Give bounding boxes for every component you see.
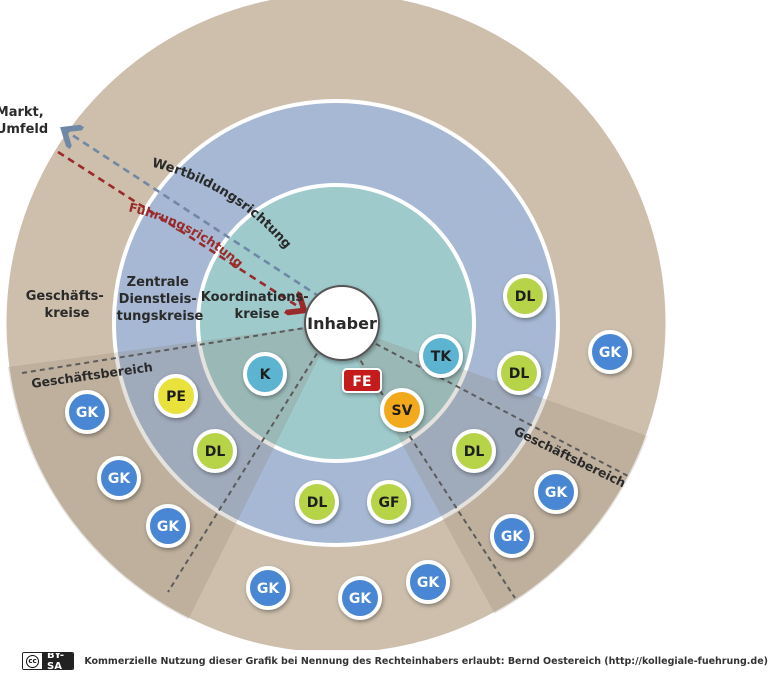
node-gk: GK	[65, 390, 109, 434]
node-circle	[146, 504, 190, 548]
node-circle	[588, 330, 632, 374]
leadership-arrow	[57, 150, 302, 309]
license-footer: cc BY-SA Kommerzielle Nutzung dieser Gra…	[22, 652, 768, 670]
node-sv: SV	[380, 388, 424, 432]
node-label: DL	[515, 289, 536, 305]
node-gk: GK	[97, 456, 141, 500]
node-gk: GK	[246, 566, 290, 610]
owner-label: Inhaber	[307, 314, 377, 333]
node-dl: DL	[497, 351, 541, 395]
cc-by-sa-badge: cc BY-SA	[22, 652, 75, 670]
node-label: K	[260, 367, 272, 383]
node-label: GK	[599, 345, 622, 361]
node-circle	[367, 480, 411, 524]
node-circle	[452, 429, 496, 473]
node-circle	[497, 351, 541, 395]
node-circle	[490, 514, 534, 558]
node-circle	[193, 429, 237, 473]
node-circle	[406, 560, 450, 604]
node-label: GK	[108, 471, 131, 487]
node-gk: GK	[588, 330, 632, 374]
node-label: GF	[378, 495, 399, 511]
node-label: GK	[501, 529, 524, 545]
node-gk: GK	[406, 560, 450, 604]
circle-nodes: GK GK GK GK GK GK GK GK GK PE DL DL GF DL DL DL K TK SV	[65, 274, 632, 620]
coordination-circles-label: Koordinations- kreise	[201, 290, 313, 322]
node-circle	[419, 334, 463, 378]
node-label: DL	[205, 444, 226, 460]
node-label: SV	[392, 403, 413, 419]
credit-text: Kommerzielle Nutzung dieser Grafik bei N…	[84, 655, 768, 667]
node-circle	[97, 456, 141, 500]
market-label: Markt, Umfeld	[0, 105, 48, 137]
node-circle	[338, 576, 382, 620]
node-circle	[380, 388, 424, 432]
node-circle	[503, 274, 547, 318]
circle-organization-diagram: Wertbildungsrichtung Führungsrichtung Ma…	[0, 0, 669, 650]
node-dl: DL	[193, 429, 237, 473]
fe-box	[342, 368, 382, 393]
node-label: PE	[166, 389, 186, 405]
node-gk: GK	[490, 514, 534, 558]
node-circle	[65, 390, 109, 434]
node-dl: DL	[295, 480, 339, 524]
node-dl: DL	[503, 274, 547, 318]
node-pe: PE	[154, 374, 198, 418]
node-gk: GK	[534, 470, 578, 514]
node-label: GK	[417, 575, 440, 591]
node-label: GK	[76, 405, 99, 421]
license-name: BY-SA	[42, 653, 74, 669]
node-label: DL	[509, 366, 530, 382]
node-gk: GK	[338, 576, 382, 620]
node-label: DL	[464, 444, 485, 460]
node-label: GK	[257, 581, 280, 597]
node-label: TK	[431, 349, 453, 365]
value-creation-arrow	[66, 131, 321, 299]
node-dl: DL	[452, 429, 496, 473]
node-circle	[246, 566, 290, 610]
cc-logo: cc	[26, 654, 39, 668]
node-circle	[534, 470, 578, 514]
service-circles-label: Zentrale Dienstleis- tungskreise	[117, 275, 204, 324]
node-label: GK	[545, 485, 568, 501]
business-circles-label: Geschäfts- kreise	[26, 289, 109, 321]
owner-center-circle	[304, 285, 380, 361]
node-circle	[154, 374, 198, 418]
node-label: GK	[349, 591, 372, 607]
node-label: GK	[157, 519, 180, 535]
node-k: K	[243, 352, 287, 396]
fe-label: FE	[352, 374, 371, 390]
node-circle	[295, 480, 339, 524]
node-label: DL	[307, 495, 328, 511]
node-circle	[243, 352, 287, 396]
node-gf: GF	[367, 480, 411, 524]
node-gk: GK	[146, 504, 190, 548]
node-tk: TK	[419, 334, 463, 378]
